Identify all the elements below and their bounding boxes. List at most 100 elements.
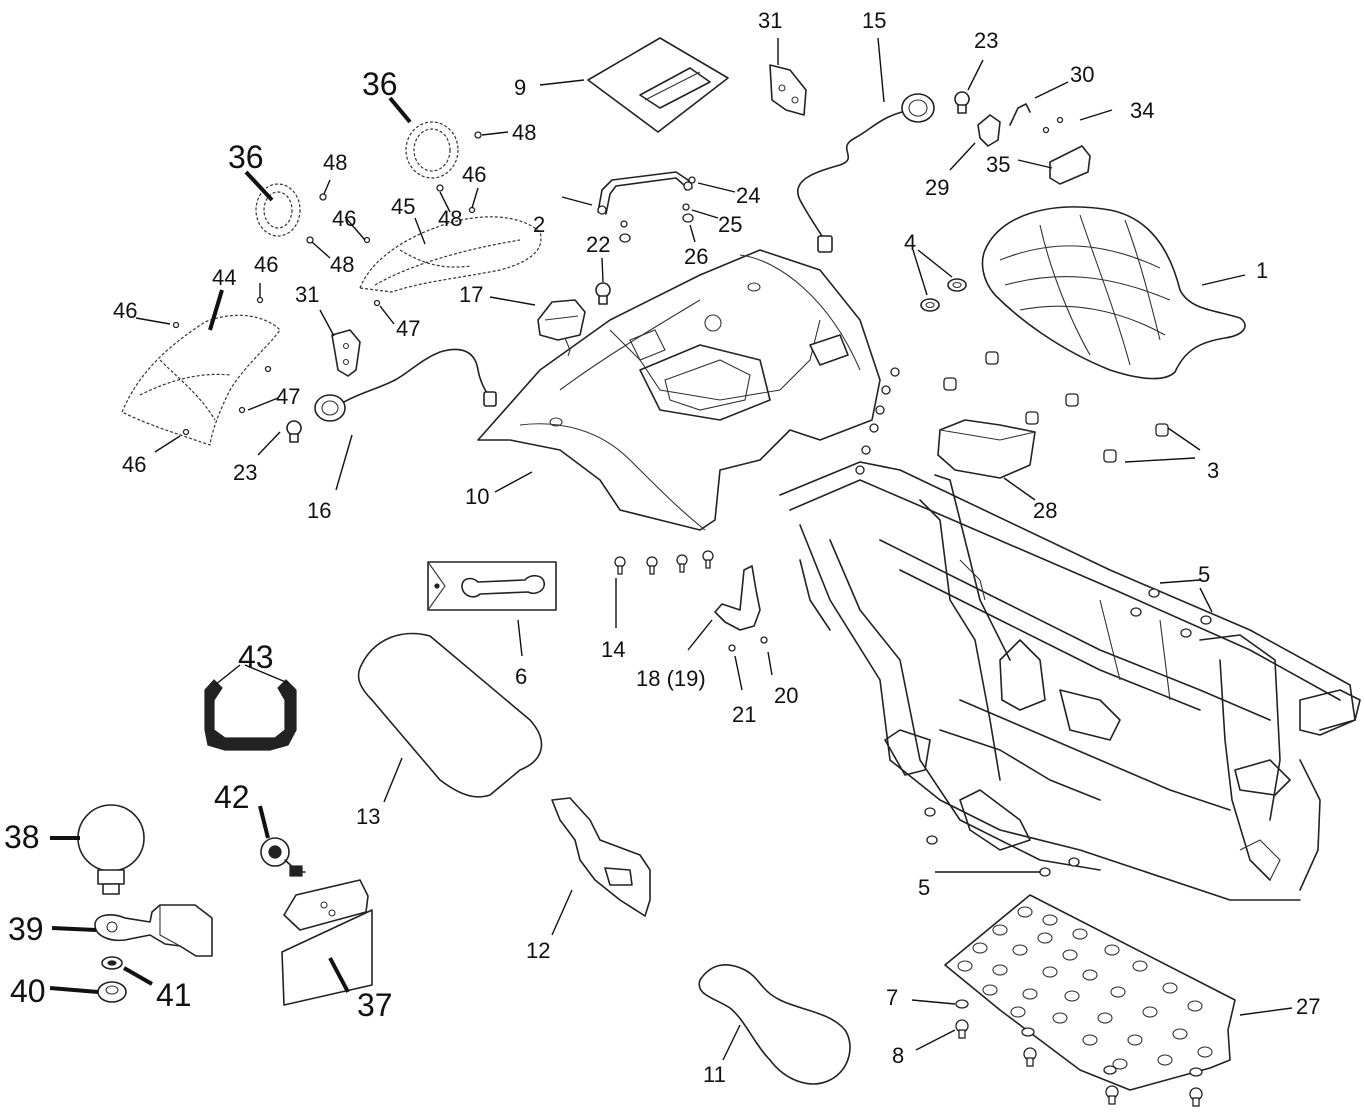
part-bulb-22 [595, 282, 611, 305]
callout-29: 29 [925, 175, 949, 200]
callout-44: 44 [212, 265, 236, 290]
callout-24: 24 [736, 183, 760, 208]
part-rubber-bumpers [943, 351, 1169, 463]
callout-22: 22 [586, 232, 610, 257]
part-seat [981, 206, 1246, 380]
part-bolts-14 [614, 550, 714, 575]
callout-27: 27 [1296, 994, 1320, 1019]
callout-31a: 31 [758, 8, 782, 33]
part-side-panel-12 [551, 797, 651, 917]
callout-37: 37 [357, 987, 393, 1023]
part-screws-48 [306, 131, 482, 244]
callout-5a: 5 [1198, 562, 1210, 587]
callout-4: 4 [904, 230, 916, 255]
callout-8: 8 [892, 1043, 904, 1068]
part-pad-13 [357, 632, 543, 798]
callout-6: 6 [515, 664, 527, 689]
callout-39: 39 [8, 911, 44, 947]
callout-10: 10 [465, 484, 489, 509]
callout-34: 34 [1130, 98, 1154, 123]
callout-42: 42 [214, 779, 250, 815]
callout-48c: 48 [323, 150, 347, 175]
callout-47b: 47 [276, 384, 300, 409]
part-tool-bag [427, 561, 557, 611]
part-skid-plate-bolts [955, 999, 1203, 1107]
callout-13: 13 [356, 804, 380, 829]
callout-48b: 48 [438, 206, 462, 231]
part-rear-light-harness [797, 93, 935, 253]
callout-17: 17 [459, 282, 483, 307]
part-heat-shield-11 [698, 964, 851, 1085]
callout-1: 1 [1256, 258, 1268, 283]
callout-47a: 47 [396, 316, 420, 341]
part-u-handle [204, 679, 297, 751]
callout-38: 38 [4, 819, 40, 855]
part-screws-47 [238, 299, 381, 414]
part-hitch-receiver [94, 904, 213, 957]
callout-23b: 23 [233, 460, 257, 485]
callout-labels: 1 2 3 4 5 5 6 7 8 9 10 11 12 13 14 15 16… [4, 8, 1320, 1087]
part-grab-bar-fasteners [619, 176, 696, 243]
part-front-fender-left [121, 314, 281, 446]
part-screws-46 [172, 206, 476, 436]
callout-48a: 48 [512, 120, 536, 145]
callout-46e: 46 [122, 452, 146, 477]
callout-41: 41 [156, 977, 192, 1013]
callout-7: 7 [886, 985, 898, 1010]
part-frame-bolts [855, 367, 900, 475]
callout-9: 9 [514, 75, 526, 100]
callout-5b: 5 [918, 875, 930, 900]
part-small-bracket-top [769, 64, 807, 116]
callout-12: 12 [526, 938, 550, 963]
part-license-bracket [281, 879, 373, 1006]
callout-18-19: 18 (19) [636, 666, 706, 691]
part-foam-block [937, 419, 1036, 479]
part-screws-20-21 [728, 636, 768, 652]
callout-35: 35 [986, 152, 1010, 177]
part-headlight-harness [314, 348, 497, 422]
callout-14: 14 [601, 637, 625, 662]
part-grommets [920, 278, 967, 312]
callout-36b: 36 [228, 139, 264, 175]
part-headlight-ring-left [255, 183, 301, 237]
callout-16: 16 [307, 498, 331, 523]
part-main-frame [779, 461, 1361, 901]
callout-23a: 23 [974, 28, 998, 53]
part-small-bracket-left [331, 329, 361, 377]
part-rear-fender [477, 249, 881, 531]
part-license-light [537, 299, 586, 357]
callout-2: 2 [533, 212, 545, 237]
callout-36a: 36 [362, 66, 398, 102]
callout-46d: 46 [113, 298, 137, 323]
callout-40: 40 [10, 973, 46, 1009]
part-nut [97, 981, 127, 1003]
part-tow-ball [77, 804, 145, 895]
callout-30: 30 [1070, 62, 1094, 87]
callout-15: 15 [862, 8, 886, 33]
callout-45: 45 [391, 194, 415, 219]
skid-plate-holes [957, 906, 1213, 1070]
callout-48d: 48 [330, 252, 354, 277]
callout-20: 20 [774, 683, 798, 708]
part-frame-grommets [924, 588, 1212, 877]
part-grab-bar [597, 171, 693, 215]
part-storage-lid [587, 37, 729, 133]
part-bulb-top [954, 91, 970, 114]
callout-21: 21 [732, 702, 756, 727]
part-lock-washer [101, 956, 123, 970]
part-connector-42 [260, 837, 306, 877]
callout-43: 43 [238, 639, 274, 675]
part-bulb-left [286, 420, 302, 443]
callout-3: 3 [1207, 458, 1219, 483]
callout-28: 28 [1033, 498, 1057, 523]
part-skid-plate [944, 894, 1236, 1091]
callout-26: 26 [684, 244, 708, 269]
part-headlight-ring-center [405, 121, 459, 179]
leader-lines [49, 37, 1293, 1061]
callout-11: 11 [703, 1062, 726, 1087]
part-light-bracket-cluster [977, 103, 1091, 185]
callout-25: 25 [718, 212, 742, 237]
callout-31b: 31 [295, 282, 319, 307]
callout-46a: 46 [462, 162, 486, 187]
